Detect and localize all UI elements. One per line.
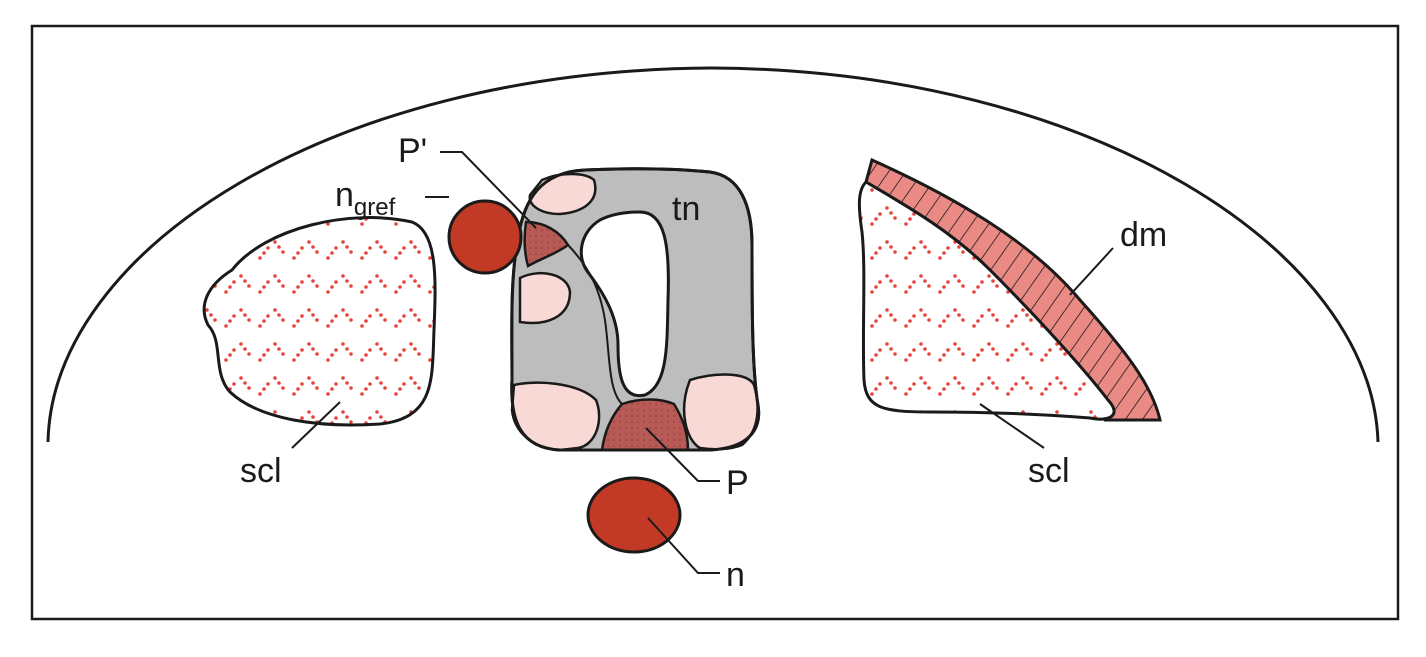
label-n: n <box>726 556 745 594</box>
label-n-gref-sub: gref <box>354 194 396 221</box>
neural-tube-lobe-bottom-left <box>510 381 601 452</box>
left-sclerotome <box>202 216 437 427</box>
label-n-gref: ngref <box>335 176 396 221</box>
neural-tube-lobe-bottom-right <box>682 373 759 451</box>
notochord <box>586 476 682 554</box>
label-n-gref-main: n <box>335 176 354 214</box>
roof-plate <box>523 220 570 268</box>
p-leader <box>645 427 720 482</box>
p-prime-leader <box>440 151 537 229</box>
label-scl-left: scl <box>240 452 282 490</box>
right-sclerotome <box>857 180 1116 421</box>
neural-tube-lobe-top-left <box>528 172 597 216</box>
neural-tube-lumen <box>579 210 670 398</box>
neural-tube-lobe-mid-left <box>518 271 572 325</box>
figure-frame <box>30 24 1400 621</box>
neural-tube <box>510 167 761 452</box>
dm-leader <box>1069 247 1114 296</box>
ectoderm-arc <box>46 66 1380 443</box>
n-leader <box>647 517 720 574</box>
label-tn: tn <box>672 190 700 228</box>
neural-tube-inner-seam <box>567 244 623 405</box>
scl-left-leader <box>291 401 341 449</box>
grafted-notochord <box>447 199 523 275</box>
label-p: P <box>726 464 749 502</box>
label-p-prime: P' <box>398 132 427 170</box>
scl-right-leader <box>979 403 1045 449</box>
label-scl-right: scl <box>1028 452 1070 490</box>
label-dm: dm <box>1120 216 1167 254</box>
floor-plate <box>600 398 690 452</box>
